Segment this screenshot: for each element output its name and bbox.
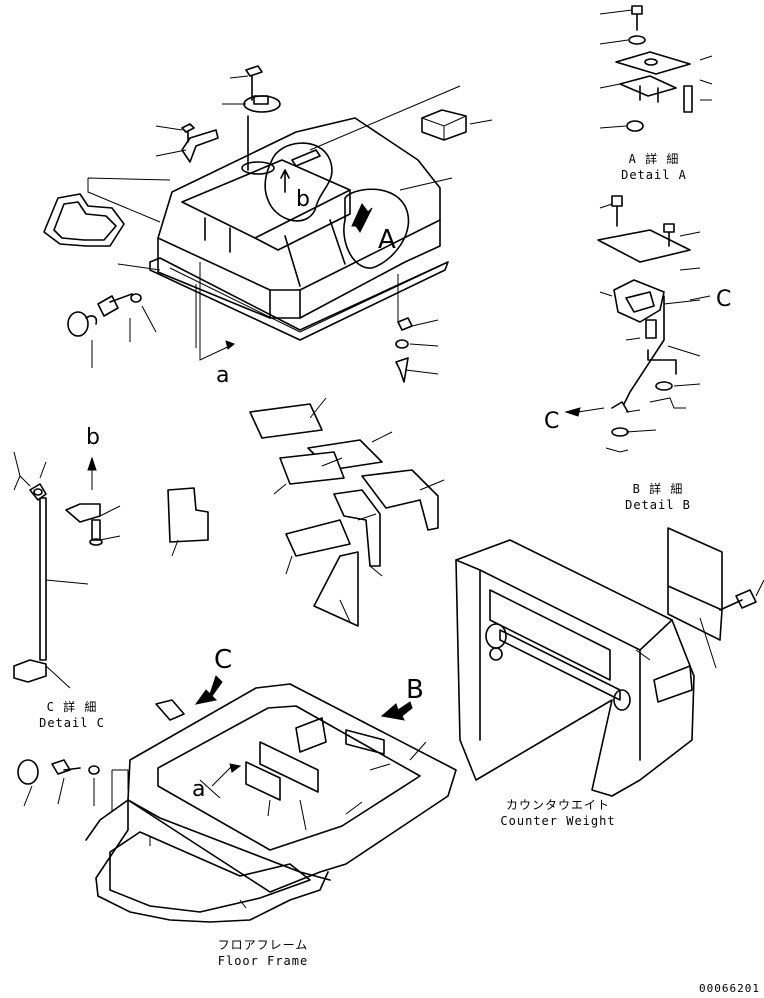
detail-c-assembly: [13, 451, 121, 689]
view-letter-b-left: b: [86, 425, 100, 450]
view-letter-b-big: B: [406, 675, 424, 705]
detail-c-title-jp: C 詳 細: [46, 700, 98, 714]
view-letter-c-detail-b: C: [544, 409, 560, 434]
floor-frame-title-jp: フロアフレーム: [217, 938, 309, 952]
view-arrow-b: [380, 701, 413, 721]
detail-c-title-en: Detail C: [39, 716, 105, 730]
counterweight-title-jp: カウンタウエイト: [505, 798, 610, 812]
view-letter-c-detail-a: C: [716, 287, 732, 312]
detail-a-assembly: [599, 5, 713, 132]
counter-weight: [455, 527, 764, 797]
view-arrow-c: [194, 675, 223, 705]
detail-b-title-en: Detail B: [625, 498, 691, 512]
detail-b-assembly: [564, 195, 711, 453]
floor-mat-pieces: [167, 397, 445, 627]
view-letter-a-top: a: [216, 363, 230, 388]
view-letter-a-big: A: [378, 225, 396, 255]
view-letter-b-top: b: [296, 187, 310, 212]
counterweight-title-en: Counter Weight: [500, 814, 616, 828]
floor-frame: [17, 683, 457, 923]
view-letter-c-big: C: [214, 645, 233, 675]
floor-frame-title-en: Floor Frame: [217, 954, 309, 968]
detail-b-title-jp: B 詳 細: [632, 482, 684, 496]
view-letter-a-floor: a: [192, 777, 206, 802]
cover-assembly: [43, 65, 493, 383]
drawing-number: 00066201: [699, 982, 760, 995]
detail-a-title-jp: A 詳 細: [628, 152, 680, 166]
detail-a-title-en: Detail A: [621, 168, 687, 182]
